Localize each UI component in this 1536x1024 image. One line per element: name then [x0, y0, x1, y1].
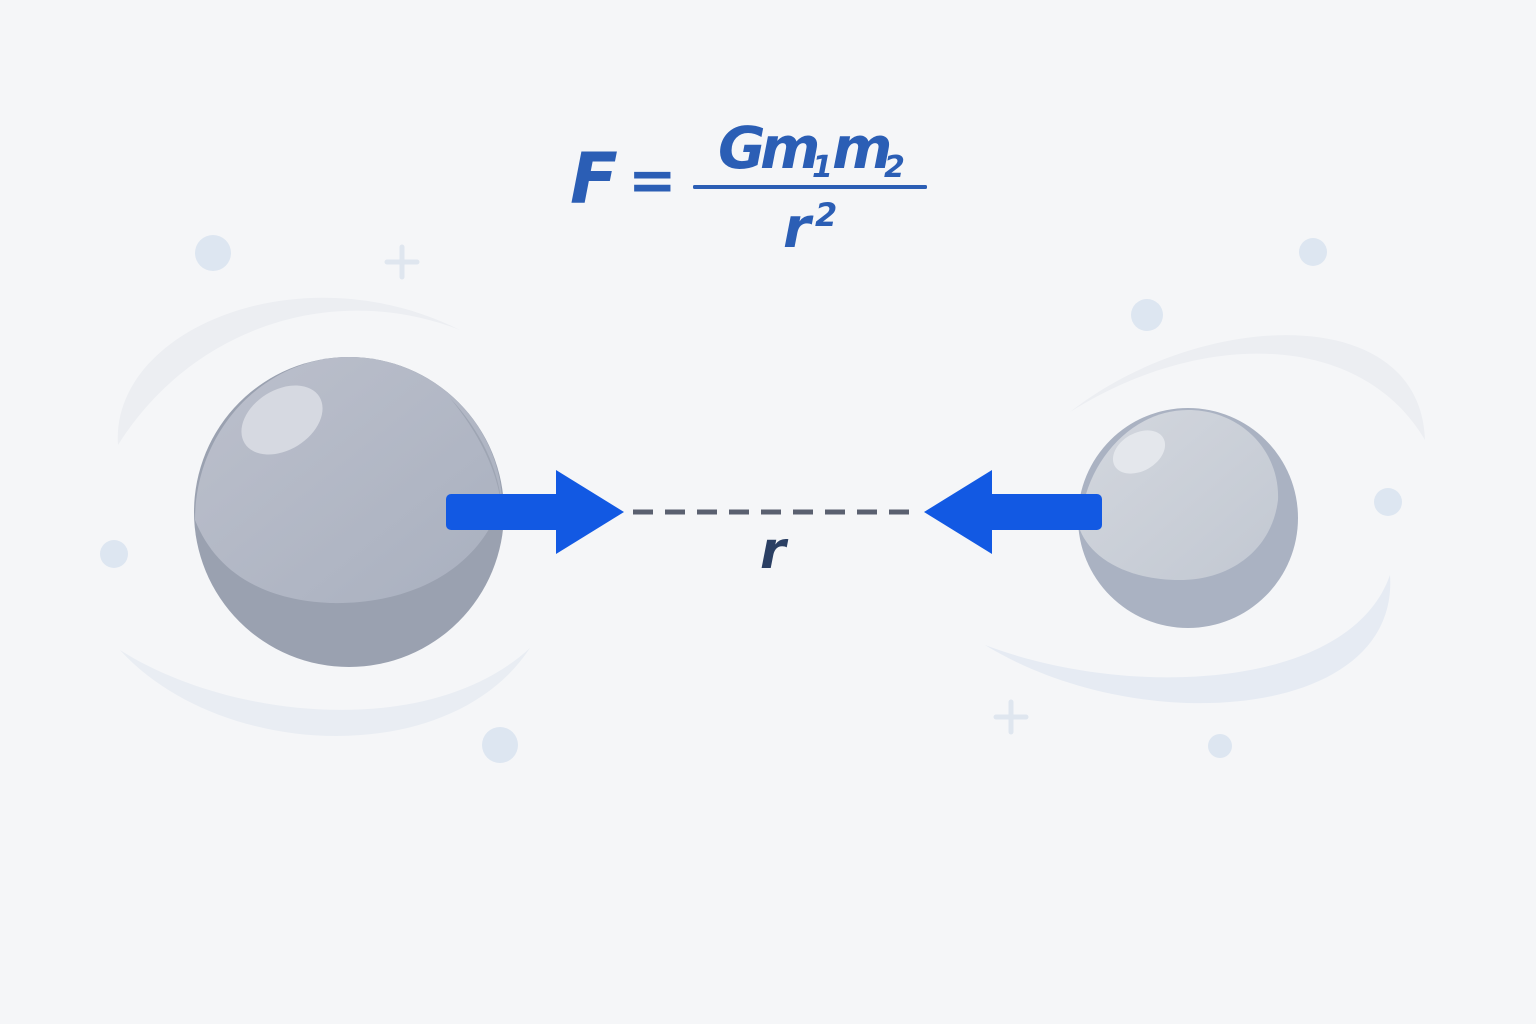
formula-mass2-subscript: 2	[884, 150, 905, 185]
formula-mass2-symbol: m	[832, 114, 892, 182]
decor-dot	[482, 727, 518, 763]
mass-sphere-large	[194, 357, 504, 667]
formula-equals: =	[628, 146, 677, 214]
plus-sparkle-icon	[993, 699, 1029, 735]
formula-denominator: r 2	[783, 196, 837, 261]
decor-dot	[100, 540, 128, 568]
orbit-swoosh-left-top	[117, 297, 460, 445]
orbit-swoosh-left-bottom	[120, 648, 530, 737]
formula-mass1-symbol: m	[760, 114, 820, 182]
plus-sparkle-icon	[384, 244, 420, 280]
formula-lhs: F	[570, 138, 618, 220]
decor-dot	[1208, 734, 1232, 758]
sphere-highlight	[1112, 430, 1166, 474]
decor-dot	[195, 235, 231, 271]
formula-mass1-subscript: 1	[812, 150, 833, 185]
formula-constant: G	[718, 114, 766, 182]
arrow-right-icon	[446, 470, 624, 554]
formula-fraction-bar	[693, 185, 927, 189]
sphere-highlight	[241, 385, 323, 455]
decor-dot	[1131, 299, 1163, 331]
formula-denominator-exponent: 2	[815, 196, 837, 234]
decor-dot	[1374, 488, 1402, 516]
formula-denominator-base: r	[783, 196, 814, 261]
orbit-swoosh-right-top	[1070, 335, 1425, 440]
orbit-swoosh-right-bottom	[985, 575, 1391, 704]
mass-sphere-small	[1078, 408, 1298, 628]
formula-numerator: G m 1 m 2	[718, 114, 905, 185]
decor-dots	[100, 235, 1402, 763]
gravitation-formula: F = G m 1 m 2 r 2	[570, 114, 927, 261]
decor-dot	[1299, 238, 1327, 266]
orbit-swooshes	[117, 297, 1425, 737]
distance-label: r	[760, 521, 789, 581]
arrow-left-icon	[924, 470, 1102, 554]
